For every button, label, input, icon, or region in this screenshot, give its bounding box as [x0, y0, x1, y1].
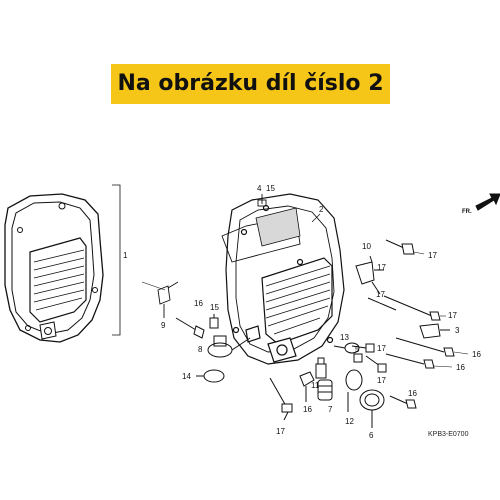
callout-3: 3: [455, 326, 460, 335]
part-8: [207, 335, 251, 358]
callout-8: 8: [198, 345, 203, 354]
bolt-17-bottom-left: [269, 377, 293, 421]
callout-17-n10: 17: [377, 263, 386, 272]
callout-15-top: 15: [266, 184, 275, 193]
bolt-15-left: [209, 314, 219, 329]
callout-17-lower: 17: [377, 376, 386, 385]
callout-12: 12: [345, 417, 354, 426]
bolt-17-mid: [351, 343, 375, 353]
part-6: [359, 389, 385, 428]
highlight-banner: Na obrázku díl číslo 2: [111, 64, 390, 104]
callout-17-mid: 17: [377, 344, 386, 353]
bolt-16-left: [175, 317, 205, 339]
callout-7: 7: [328, 405, 333, 414]
callout-2: 2: [319, 205, 324, 214]
callout-4: 4: [257, 184, 262, 193]
bolt-16-right-1: [395, 337, 455, 357]
direction-arrow: [475, 193, 500, 211]
callout-17-ru: 17: [448, 311, 457, 320]
callout-16-c: 16: [472, 350, 481, 359]
callout-16-a: 16: [194, 299, 203, 308]
callout-5: 5: [355, 345, 360, 354]
bolt-17-near-10: [371, 281, 381, 295]
part-7: [317, 379, 333, 401]
bolt-16-right-2: [385, 353, 435, 369]
part-5: [353, 353, 363, 363]
part-11: [315, 357, 327, 379]
callout-14: 14: [182, 372, 191, 381]
drawing-code: KPB3-E0700: [428, 431, 469, 438]
bolt-16-bottom: [389, 395, 417, 409]
callout-16-d: 16: [456, 363, 465, 372]
callout-1: 1: [123, 251, 128, 260]
bolt-17-lower: [365, 355, 387, 373]
callout-17-tr: 17: [428, 251, 437, 260]
callout-16-b: 16: [303, 405, 312, 414]
bolt-17-right-upper: [367, 295, 441, 321]
callout-13: 13: [340, 333, 349, 342]
part-12: [345, 369, 363, 412]
callout-9: 9: [161, 321, 166, 330]
part-16-center: [299, 371, 315, 402]
part-9: [157, 281, 179, 318]
callout-bracket-1: [112, 184, 121, 336]
callout-17-bl: 17: [276, 427, 285, 436]
callout-17-r2: 17: [376, 290, 385, 299]
part-4: [257, 194, 267, 207]
bolt-17-top-right: [385, 239, 415, 255]
part-13: [333, 342, 360, 354]
callout-6: 6: [369, 431, 374, 440]
part-14: [196, 369, 225, 383]
main-cover-part-2: [221, 193, 345, 365]
callout-16-e: 16: [408, 389, 417, 398]
callout-11: 11: [311, 381, 320, 390]
part-10: [355, 255, 384, 285]
callout-15-b: 15: [210, 303, 219, 312]
part-3: [419, 323, 450, 339]
direction-label: FR.: [462, 209, 472, 215]
callout-10: 10: [362, 242, 371, 251]
leader-2: [311, 213, 321, 223]
left-cover-part-1: [4, 193, 104, 343]
